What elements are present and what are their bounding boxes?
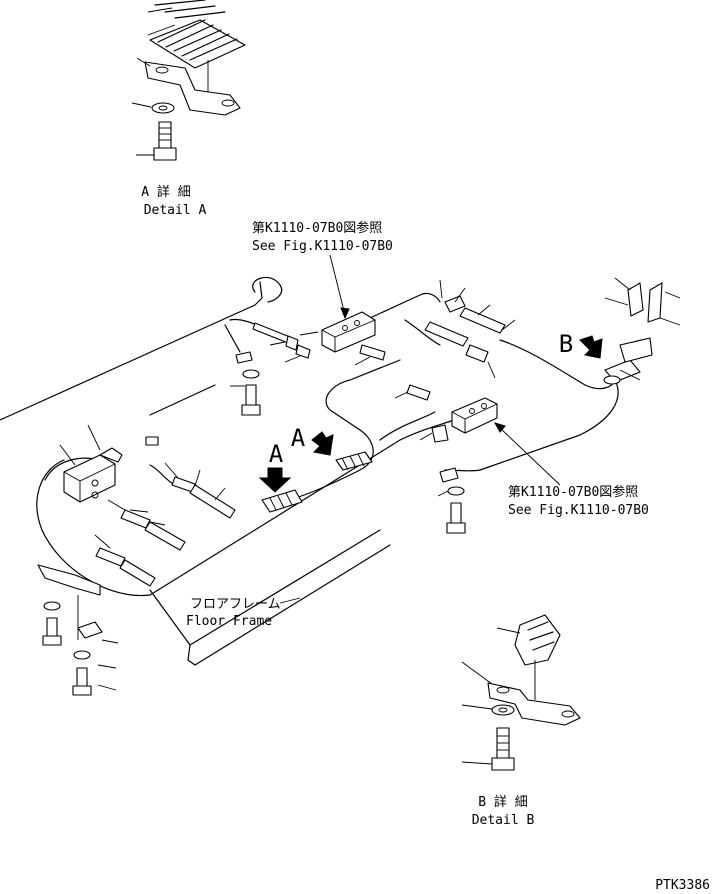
- detail-a-bolt: [136, 121, 177, 161]
- floor-frame-label: フロアフレーム Floor Frame: [186, 597, 301, 629]
- piping-lines: [36, 292, 619, 597]
- detail-b-washer: [461, 704, 515, 716]
- view-marker-a-lower: A: [269, 440, 284, 468]
- detail-a-subtitle: Detail A: [144, 203, 207, 218]
- detail-a-bracket: [136, 57, 241, 116]
- reference-right-jp: 第K1110-07B0図参照: [508, 484, 638, 500]
- floor-frame-outline: [0, 276, 391, 666]
- detail-b-clamp: [496, 614, 561, 700]
- detail-b-title: B 詳 細: [478, 794, 527, 810]
- detail-b-assembly: B 詳 細 Detail B: [461, 614, 581, 828]
- view-marker-a: A: [291, 424, 306, 452]
- reference-top-en: See Fig.K1110-07B0: [252, 239, 393, 254]
- left-valve-block: [59, 424, 159, 503]
- view-arrows: A A B: [258, 330, 603, 493]
- right-valve-block: [451, 397, 498, 434]
- detail-b-bolt: [461, 727, 515, 771]
- view-arrow-b: [579, 335, 603, 359]
- detail-b-bracket: [461, 661, 581, 726]
- detail-a-washer: [131, 102, 175, 114]
- floor-frame-jp: フロアフレーム: [190, 597, 281, 612]
- reference-right-en: See Fig.K1110-07B0: [508, 503, 649, 518]
- reference-note-top: 第K1110-07B0図参照 See Fig.K1110-07B0: [252, 220, 393, 320]
- hose-fittings: [94, 279, 516, 587]
- drawing-code: PTK3386: [655, 878, 710, 893]
- detail-a-title: A 詳 細: [141, 184, 190, 200]
- top-valve-block: [299, 311, 376, 353]
- reference-top-jp: 第K1110-07B0図参照: [252, 220, 382, 236]
- floor-frame-en: Floor Frame: [186, 614, 272, 629]
- reference-note-right: 第K1110-07B0図参照 See Fig.K1110-07B0: [493, 422, 649, 518]
- view-arrow-a: [311, 431, 334, 456]
- view-arrow-down: [258, 467, 292, 493]
- fasteners: [37, 277, 681, 696]
- detail-b-subtitle: Detail B: [472, 813, 535, 828]
- detail-a-clamp: [147, 0, 246, 95]
- detail-a-assembly: A 詳 細 Detail A: [131, 0, 246, 218]
- pipe-clamps: [235, 351, 641, 513]
- view-marker-b: B: [559, 330, 573, 358]
